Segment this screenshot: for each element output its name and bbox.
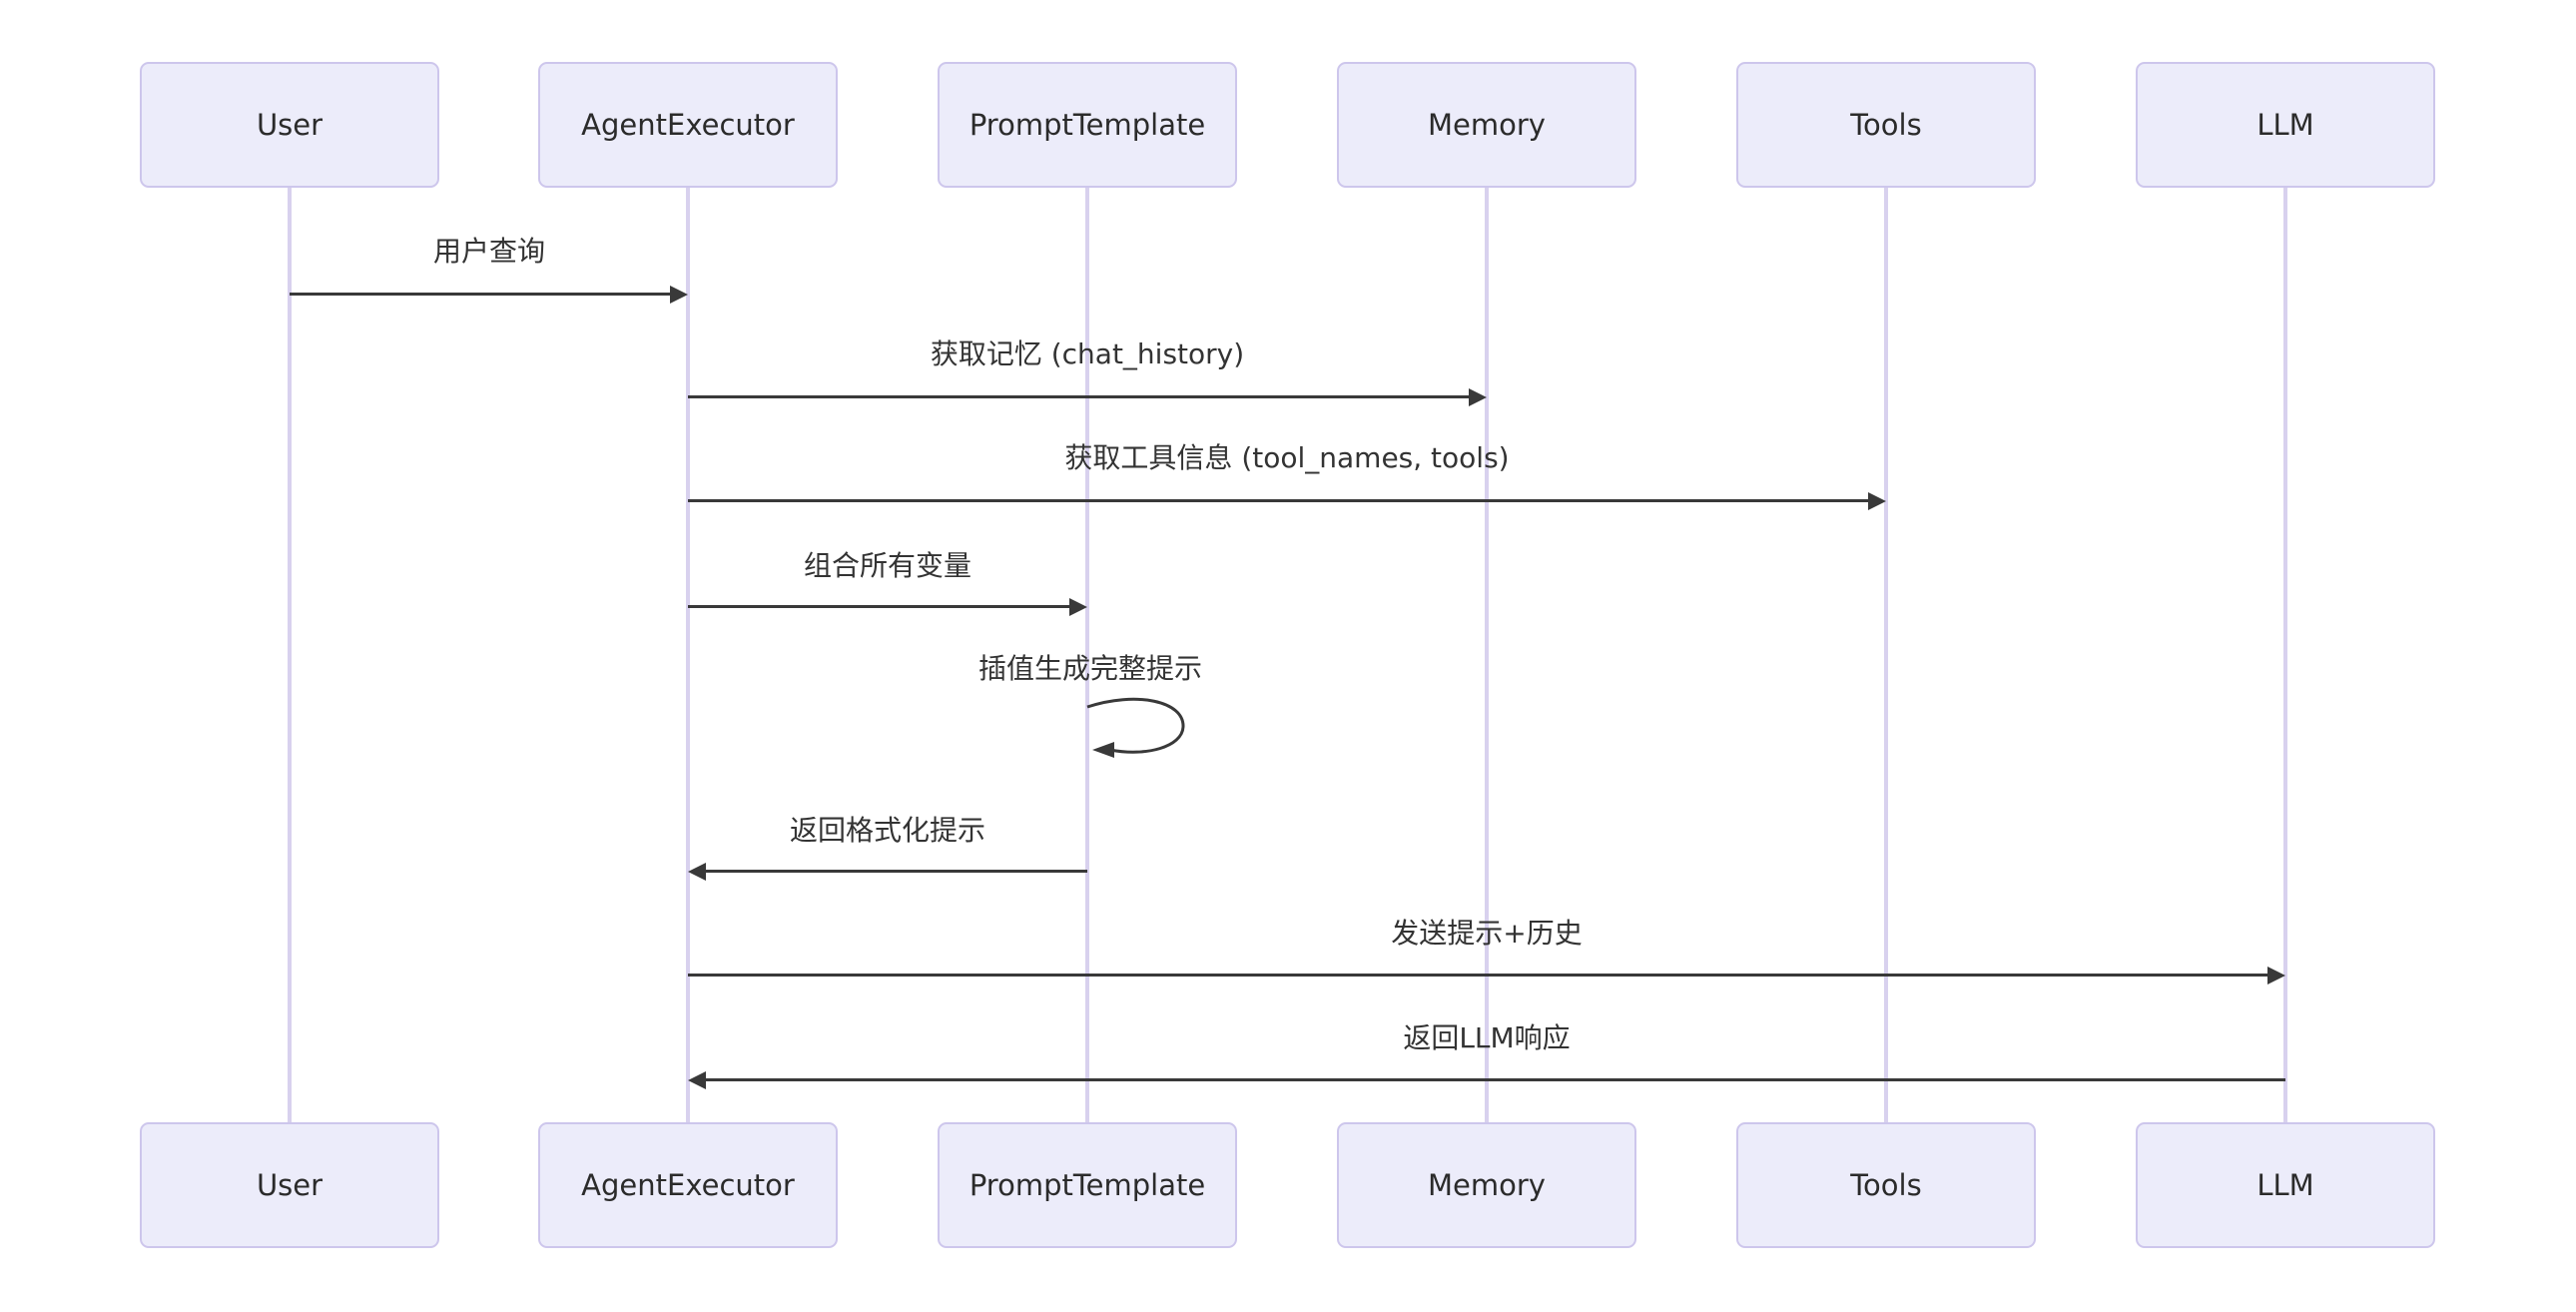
arrowhead-right [2267, 967, 2285, 984]
lifeline-agent-executor [686, 188, 690, 1122]
message-label-interpolate-prompt: 插值生成完整提示 [977, 652, 1203, 685]
message-line [688, 395, 1469, 398]
message-line [688, 605, 1069, 608]
lifeline-user [288, 188, 292, 1122]
actor-top-agent-executor: AgentExecutor [538, 62, 838, 188]
message-line [704, 1078, 2285, 1081]
arrowhead-right [1069, 598, 1087, 616]
message-label-return-formatted-prompt: 返回格式化提示 [789, 814, 986, 847]
actor-top-user: User [140, 62, 439, 188]
lifeline-llm [2283, 188, 2287, 1122]
lifeline-tools [1884, 188, 1888, 1122]
actor-top-memory: Memory [1337, 62, 1636, 188]
actor-bottom-prompt-template: PromptTemplate [938, 1122, 1237, 1248]
self-loop-arrow [1086, 697, 1185, 758]
message-label-get-memory: 获取记忆 (chat_history) [930, 337, 1245, 370]
actor-bottom-llm: LLM [2136, 1122, 2435, 1248]
message-label-user-query: 用户查询 [432, 235, 546, 268]
message-label-return-llm-response: 返回LLM响应 [1403, 1021, 1571, 1054]
arrowhead-left [688, 863, 706, 881]
actor-bottom-tools: Tools [1736, 1122, 2036, 1248]
actor-bottom-agent-executor: AgentExecutor [538, 1122, 838, 1248]
arrowhead-right [1868, 492, 1886, 510]
actor-top-llm: LLM [2136, 62, 2435, 188]
actor-bottom-memory: Memory [1337, 1122, 1636, 1248]
arrowhead-right [1469, 388, 1487, 406]
actor-top-tools: Tools [1736, 62, 2036, 188]
arrowhead-right [670, 286, 688, 304]
message-label-get-tools: 获取工具信息 (tool_names, tools) [1064, 441, 1510, 474]
message-line [290, 293, 672, 296]
message-line [704, 870, 1087, 873]
actor-bottom-user: User [140, 1122, 439, 1248]
arrowhead-left [688, 1071, 706, 1089]
lifeline-prompt-template [1085, 188, 1089, 1122]
message-label-combine-variables: 组合所有变量 [803, 549, 972, 582]
message-line [688, 499, 1868, 502]
actor-top-prompt-template: PromptTemplate [938, 62, 1237, 188]
lifeline-memory [1485, 188, 1489, 1122]
message-line [688, 974, 2267, 977]
message-label-send-prompt-history: 发送提示+历史 [1391, 917, 1583, 950]
